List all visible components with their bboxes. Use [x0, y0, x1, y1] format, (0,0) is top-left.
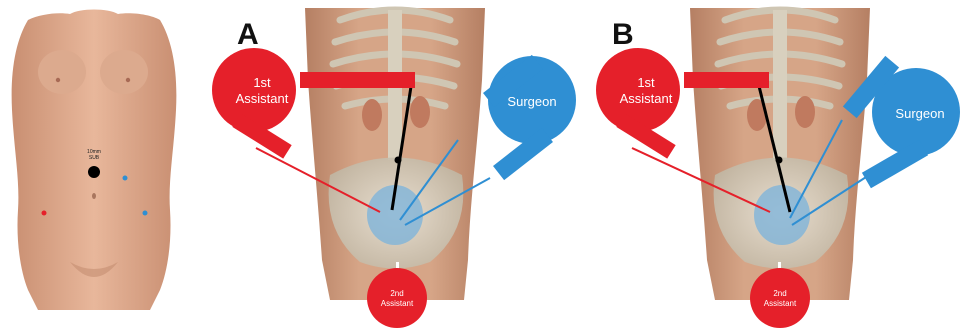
panel-b-spine: [773, 10, 787, 160]
panel-a-second-assistant-line2: Assistant: [381, 299, 414, 308]
panel-a-surgeon-label: Surgeon: [507, 94, 556, 109]
panel-b-second-assistant-line2: Assistant: [764, 299, 797, 308]
panel-a: A 1st Assistant: [212, 8, 576, 328]
panel-a-second-assistant-line1: 2nd: [390, 289, 403, 298]
camera-port-label-line2: SUB: [89, 155, 100, 161]
nipple-right: [126, 78, 130, 82]
panel-b-first-assistant-arm: [684, 72, 769, 88]
panel-b-second-assistant-line1: 2nd: [773, 289, 786, 298]
panel-a-second-assistant-circle: [367, 268, 427, 328]
surgeon-port-marker-upper: [123, 176, 128, 181]
camera-port-marker: [88, 166, 100, 178]
breast-right: [100, 50, 148, 94]
panel-a-camera-port: [395, 157, 402, 164]
panel-b-letter: B: [612, 18, 634, 51]
breast-left: [38, 50, 86, 94]
panel-a-kidney-left: [362, 99, 382, 131]
torso-port-diagram: 10mm SUB: [0, 0, 185, 331]
panel-b-first-assistant-line2: Assistant: [620, 91, 673, 106]
panel-a-surgeon: Surgeon: [483, 55, 576, 180]
panel-b-second-assistant-circle: [750, 268, 810, 328]
panel-a-first-assistant-arm: [300, 72, 415, 88]
panel-a-letter: A: [237, 18, 259, 51]
panel-b-kidney-right: [795, 96, 815, 128]
panel-a-first-assistant-circle: [212, 48, 296, 132]
surgeon-port-marker-lower: [143, 211, 148, 216]
panel-a-kidney-right: [410, 96, 430, 128]
panel-b-camera-port: [776, 157, 783, 164]
panel-a-first-assistant-line2: Assistant: [236, 91, 289, 106]
panel-a-first-assistant-line1: 1st: [253, 75, 271, 90]
panel-b-surgeon-label: Surgeon: [895, 106, 944, 121]
panel-b-first-assistant-circle: [596, 48, 680, 132]
panel-b-target-region: [754, 185, 810, 245]
panel-b-first-assistant-line1: 1st: [637, 75, 655, 90]
navel: [92, 193, 96, 199]
assistant-port-marker: [42, 211, 47, 216]
nipple-left: [56, 78, 60, 82]
panel-b: B 1st Assistant Surge: [596, 8, 960, 328]
